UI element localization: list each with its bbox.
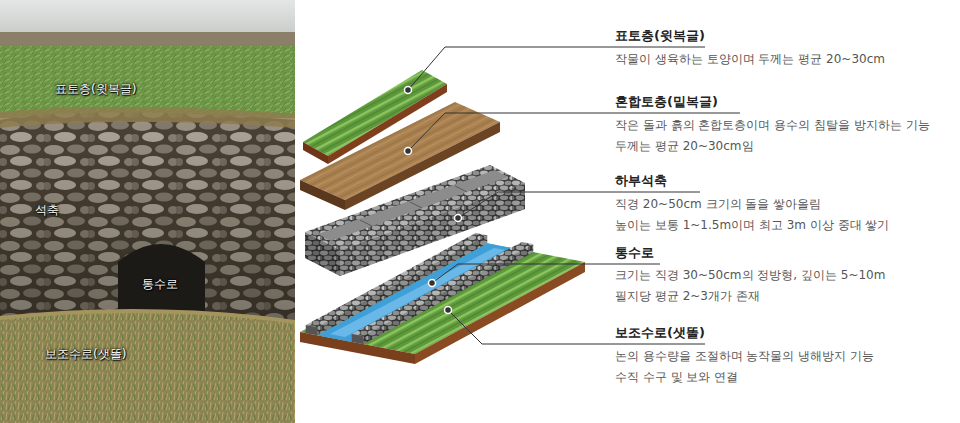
layer-description: 높이는 보통 1~1.5m이며 최고 3m 이상 중대 쌓기 xyxy=(615,218,890,234)
layer-heading: 보조수로(샛똘) xyxy=(615,325,705,342)
photo-label: 석축 xyxy=(35,203,59,219)
layer-description: 수직 수구 및 보와 연결 xyxy=(615,370,738,386)
layer-description: 두께는 평균 20~30cm임 xyxy=(615,139,754,155)
layer-description: 필지당 평균 2~3개가 존재 xyxy=(615,289,760,305)
layer-description: 크기는 직경 30~50cm의 정방형, 깊이는 5~10m xyxy=(615,268,885,284)
photo-label: 표토층(윗복글) xyxy=(55,82,136,98)
layer-heading: 통수로 xyxy=(615,245,654,262)
layer-description: 직경 20~50cm 크기의 돌을 쌓아올림 xyxy=(615,197,821,213)
layer-heading: 혼합토층(밑복글) xyxy=(615,94,718,111)
layer-heading: 하부석축 xyxy=(615,173,667,190)
leader-dots xyxy=(405,87,462,314)
photo-label: 통수로 xyxy=(142,277,178,293)
photo-label: 보조수로(샛똘) xyxy=(45,347,126,363)
layer-description: 작은 돌과 흙의 혼합토층이며 용수의 침탈을 방지하는 기능 xyxy=(615,118,930,134)
layer-description: 논의 용수량을 조절하며 농작물의 냉해방지 기능 xyxy=(615,349,874,365)
layer-description: 작물이 생육하는 토양이며 두께는 평균 20~30cm xyxy=(615,52,885,68)
layer-heading: 표토층(윗복글) xyxy=(615,28,705,45)
